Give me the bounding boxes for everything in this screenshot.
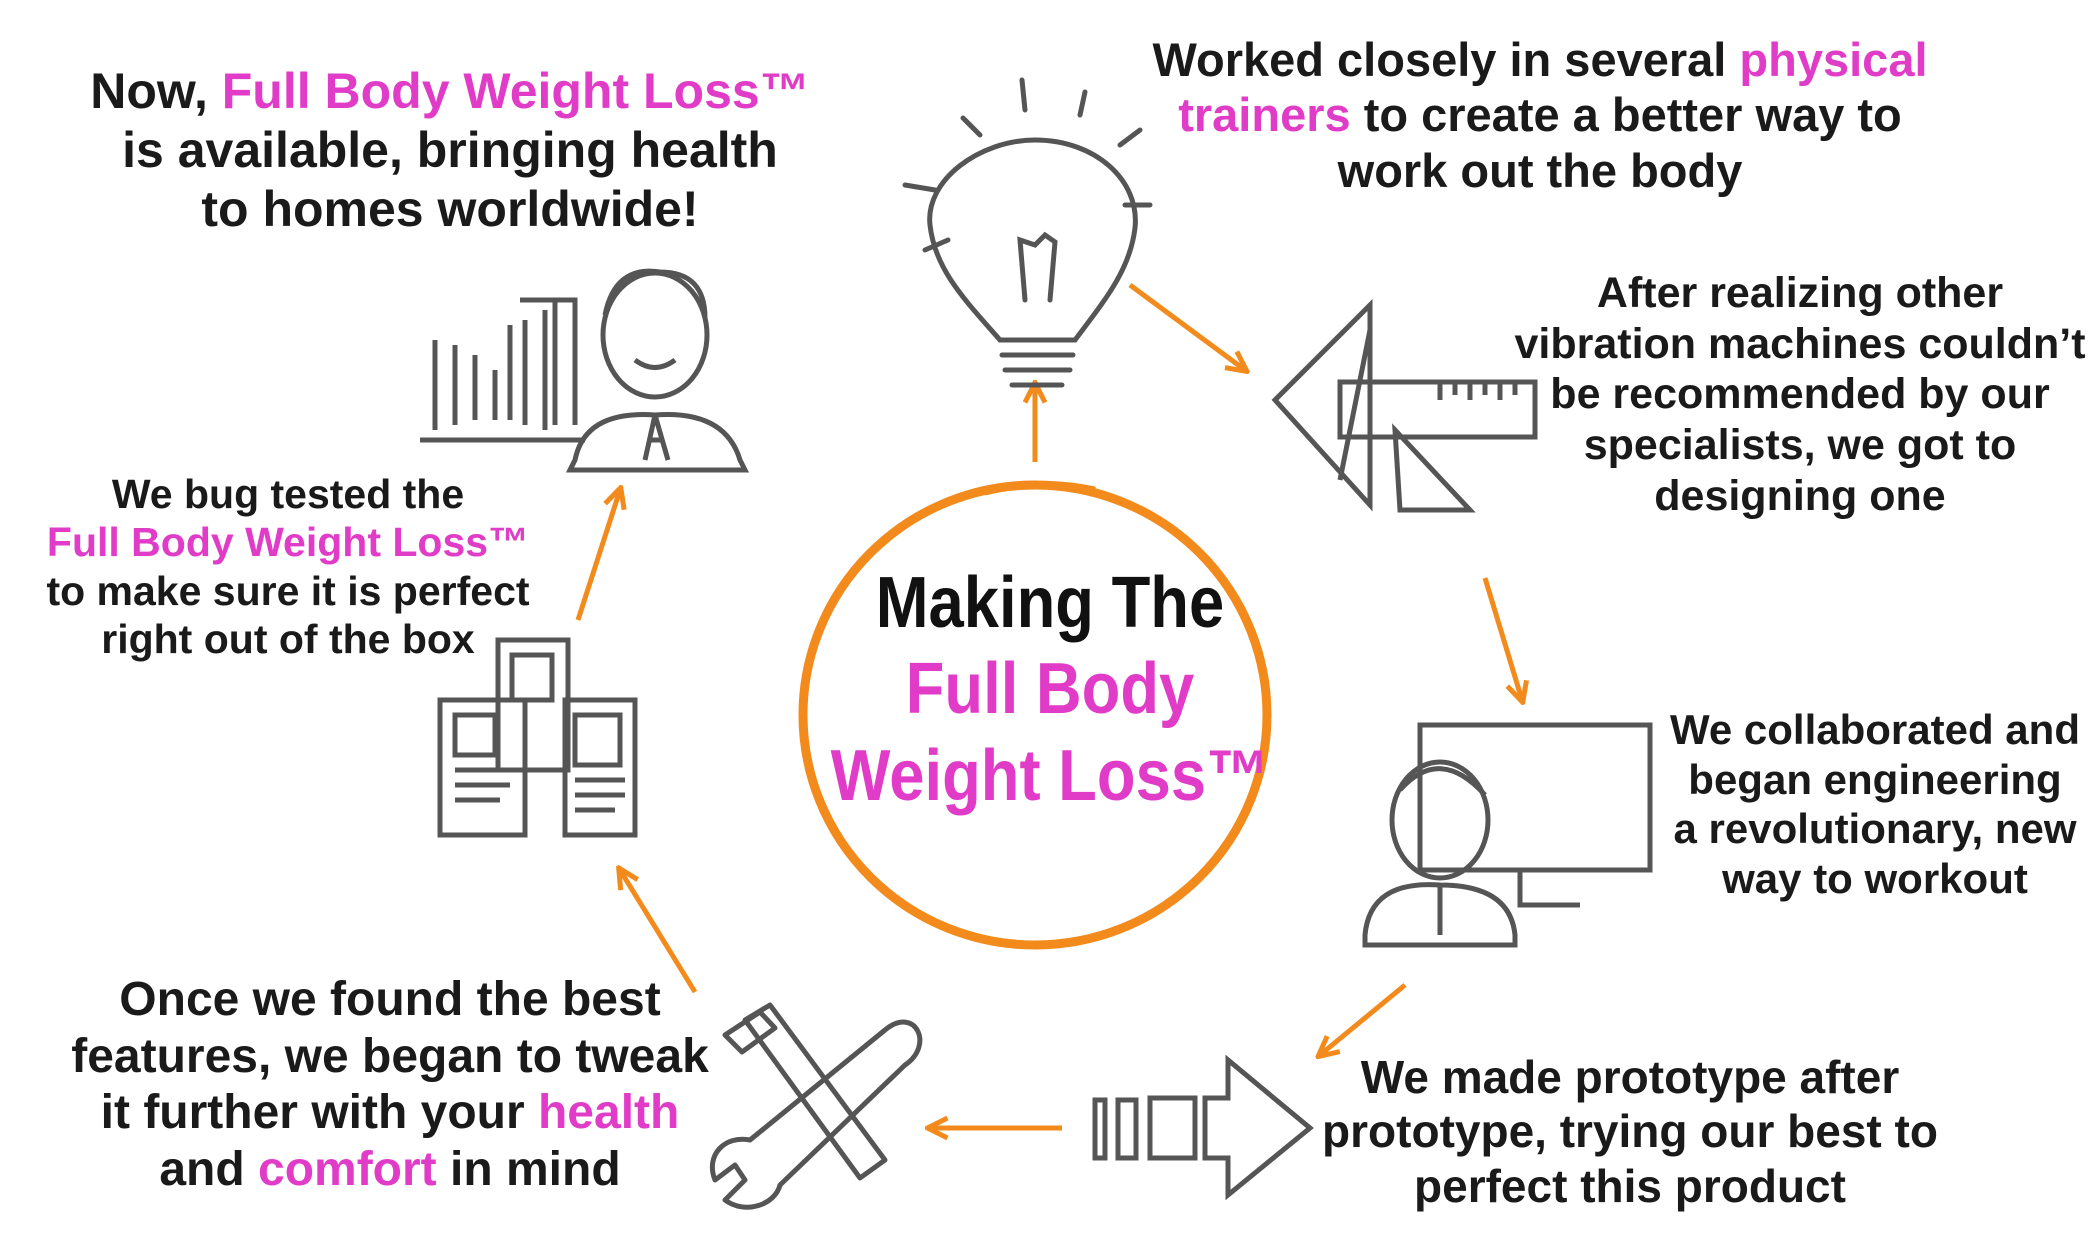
center-circle bbox=[798, 480, 1272, 950]
step-bug-tested: We bug tested the Full Body Weight Loss™… bbox=[46, 471, 530, 663]
step-tweak-features: Once we found the best features, we bega… bbox=[71, 973, 709, 1196]
engineer-computer-icon bbox=[1362, 722, 1653, 948]
documents-icon bbox=[437, 637, 638, 838]
arrow-docs-to-businessman bbox=[575, 490, 620, 621]
center-title-line3: Weight Loss™ bbox=[830, 735, 1270, 816]
businessman-chart-icon bbox=[420, 268, 750, 473]
center-title: Making The Full Body Weight Loss™ bbox=[790, 560, 1310, 819]
arrow-wrench-to-docs bbox=[620, 870, 698, 994]
arrow-engineer-to-proto bbox=[1320, 983, 1407, 1055]
cycle-arrows bbox=[575, 282, 1522, 1128]
step-worked-with-trainers: Worked closely in several physical train… bbox=[1152, 33, 1928, 197]
step-collaborated: We collaborated and began engineering a … bbox=[1670, 706, 2080, 902]
lightbulb-icon bbox=[902, 77, 1153, 388]
forward-arrow-icon bbox=[1092, 1054, 1314, 1201]
center-title-line1: Making The bbox=[875, 563, 1225, 643]
step-now-available: Now, Full Body Weight Loss™ is available… bbox=[90, 63, 810, 237]
arrow-tools-to-engineer bbox=[1482, 577, 1522, 700]
arrow-bulb-to-tools bbox=[1128, 282, 1245, 370]
tools-icon bbox=[710, 1002, 923, 1210]
step-prototype: We made prototype after prototype, tryin… bbox=[1322, 1051, 1938, 1212]
drafting-tools-icon bbox=[1271, 298, 1538, 513]
center-title-line2: Full Body bbox=[905, 649, 1195, 730]
step-design-one: After realizing other vibration machines… bbox=[1514, 269, 2086, 520]
